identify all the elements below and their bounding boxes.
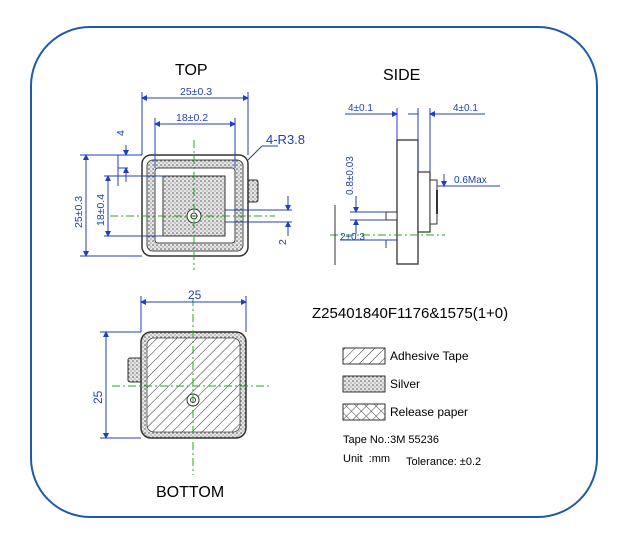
top-height-inner-label: 18±0.4	[95, 194, 107, 226]
legend-swatch-release	[342, 403, 386, 421]
side-max-label: 0.6Max	[454, 175, 487, 186]
side-view	[385, 139, 438, 265]
top-width-inner-label: 18±0.2	[176, 112, 208, 124]
top-side-gap-label: 2	[277, 239, 289, 245]
unit-note: Unit :mm	[343, 453, 390, 465]
side-pin	[385, 211, 398, 221]
top-width-outer-label: 25±0.3	[180, 86, 212, 98]
top-dimension-lines	[80, 92, 292, 257]
top-gap-label: 4	[115, 130, 127, 136]
legend-swatch-silver	[342, 375, 386, 393]
bottom-height-label: 25	[91, 390, 105, 404]
side-ceramic-block	[396, 139, 419, 265]
legend-swatch-adhesive	[342, 347, 386, 365]
rounded-frame	[30, 26, 598, 518]
legend: Adhesive Tape Silver Release paper	[342, 347, 469, 421]
side-dimension-lines	[340, 108, 500, 248]
bottom-dimension-lines	[100, 296, 247, 439]
bottom-width-label: 25	[188, 288, 202, 302]
top-view-title: TOP	[175, 62, 208, 79]
legend-silver-label: Silver	[390, 377, 420, 391]
tolerance-note: Tolerance: ±0.2	[406, 456, 481, 468]
part-number: Z25401840F1176&1575(1+0)	[312, 305, 508, 322]
top-view	[141, 154, 259, 257]
bottom-view	[127, 331, 247, 439]
legend-release-label: Release paper	[390, 405, 468, 419]
bottom-feed-tab	[127, 357, 143, 383]
bottom-view-title: BOTTOM	[156, 484, 224, 501]
legend-adhesive-label: Adhesive Tape	[390, 349, 469, 363]
side-left-label: 4±0.1	[348, 103, 373, 114]
side-top-layer	[417, 171, 431, 233]
side-right-label: 4±0.1	[453, 103, 478, 114]
corner-radius-label: 4-R3.8	[266, 132, 305, 147]
side-pin-dia-label: 2±0.3	[340, 232, 365, 243]
tape-note: Tape No.:3M 55236	[343, 434, 439, 446]
side-view-title: SIDE	[383, 67, 420, 84]
top-height-outer-label: 25±0.3	[73, 196, 85, 228]
side-tab	[429, 179, 438, 225]
side-pin-height-label: 0.8±0.03	[345, 156, 356, 195]
